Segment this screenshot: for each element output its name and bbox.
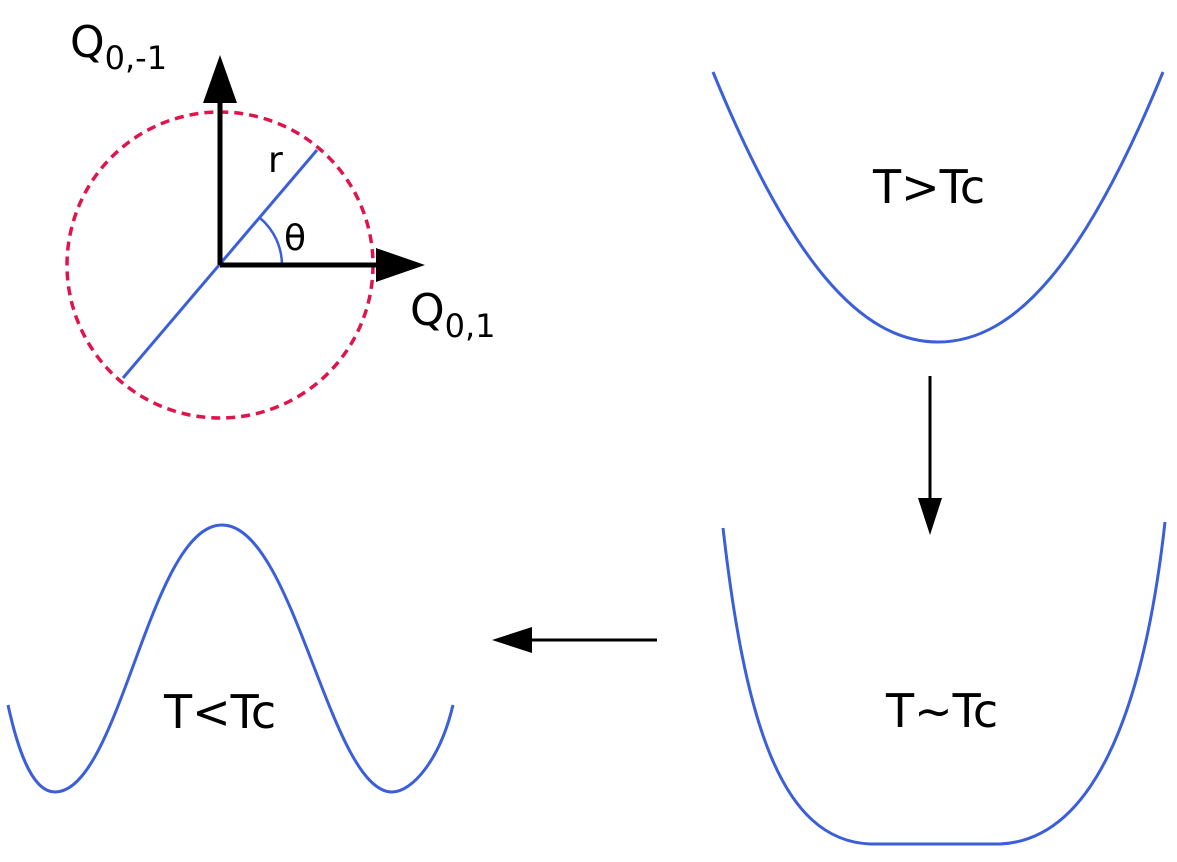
arrow-left <box>492 627 657 653</box>
arrow-down-head <box>918 498 942 535</box>
vertical-axis-arrowhead <box>203 55 237 103</box>
above-tc-label: T>Tc <box>872 160 985 214</box>
panel-below-tc: T<Tc <box>6 523 455 794</box>
below-tc-label: T<Tc <box>163 685 276 739</box>
angle-label: θ <box>284 218 306 259</box>
arrow-down <box>918 376 942 535</box>
single-well-curve <box>711 71 1165 344</box>
panel-near-tc: T~Tc <box>721 521 1167 846</box>
near-tc-label: T~Tc <box>885 684 998 738</box>
angle-arc <box>259 217 284 266</box>
flat-well-curve <box>721 521 1167 846</box>
horizontal-axis-label: Q0,1 <box>410 285 496 345</box>
vertical-axis-label: Q0,-1 <box>70 17 167 77</box>
panel-above-tc: T>Tc <box>711 71 1165 344</box>
radius-label: r <box>268 140 283 181</box>
double-well-curve <box>6 523 455 794</box>
horizontal-axis-arrowhead <box>376 248 425 282</box>
arrow-left-head <box>492 627 532 653</box>
order-parameter-plane: Q0,-1 Q0,1 r θ <box>65 17 496 420</box>
